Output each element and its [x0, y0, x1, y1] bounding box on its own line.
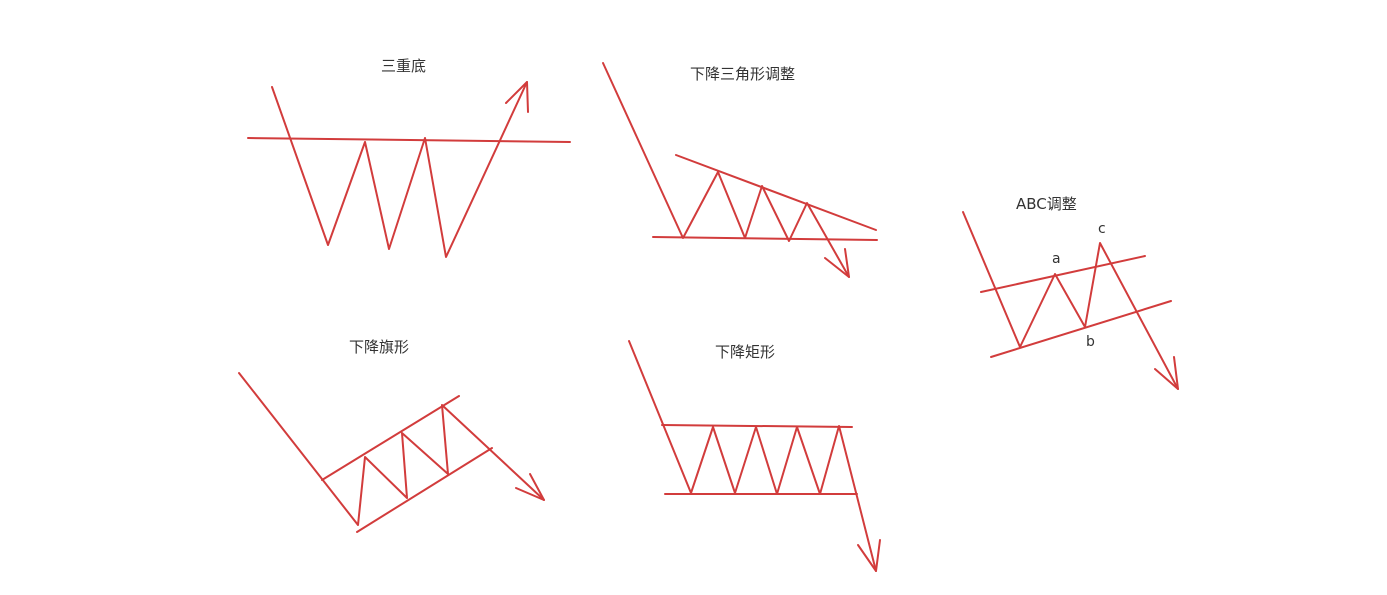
triangle-upper-trendline — [675, 154, 877, 231]
triple-bottom-neckline — [247, 137, 571, 143]
flag-lower-line — [356, 447, 493, 533]
descending-triangle-pattern — [602, 62, 878, 278]
abc-correction-title: ABC调整 — [1016, 195, 1077, 213]
wave-c-label: c — [1098, 221, 1106, 237]
triple-bottom-price-path — [271, 81, 528, 258]
triangle-support-line — [652, 236, 878, 241]
wave-b-label: b — [1086, 334, 1095, 350]
descending-rectangle-title: 下降矩形 — [715, 343, 776, 361]
wave-a-label: a — [1052, 251, 1061, 267]
abc-lower-channel-line — [990, 300, 1172, 358]
flag-price-path — [238, 372, 545, 526]
triangle-arrow-head — [824, 248, 850, 278]
flag-arrow-head — [515, 473, 545, 501]
rectangle-top-line — [661, 424, 853, 428]
descending-rectangle-pattern — [628, 340, 881, 572]
triple-bottom-arrow-head — [505, 81, 529, 113]
flag-upper-line — [321, 395, 460, 481]
rectangle-price-path — [628, 340, 877, 572]
rectangle-arrow-head — [857, 539, 881, 572]
bear-flag-title: 下降旗形 — [349, 338, 410, 356]
abc-price-path — [962, 211, 1179, 390]
abc-correction-pattern — [962, 211, 1179, 390]
abc-arrow-head — [1154, 356, 1179, 390]
triple-bottom-pattern — [247, 81, 571, 258]
descending-triangle-title: 下降三角形调整 — [690, 65, 796, 83]
bear-flag-pattern — [238, 372, 545, 533]
triangle-price-path — [602, 62, 850, 278]
triple-bottom-title: 三重底 — [381, 57, 427, 75]
abc-upper-channel-line — [980, 255, 1146, 293]
